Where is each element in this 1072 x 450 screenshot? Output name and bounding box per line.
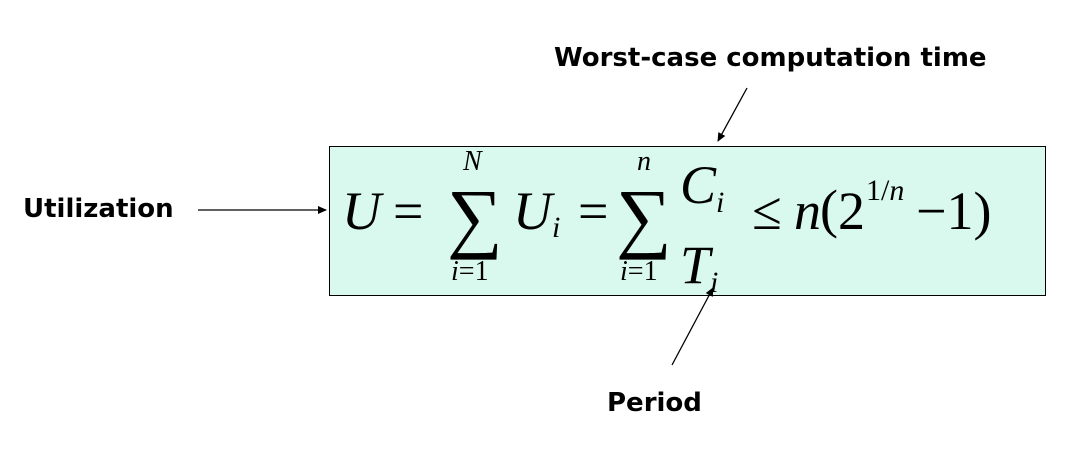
minus-one-close: −1): [916, 181, 992, 241]
ui-base: U: [513, 181, 552, 241]
ui-subscript: i: [552, 211, 561, 244]
sum2-sigma: ∑: [616, 173, 672, 260]
task-count-symbol: n: [794, 181, 821, 241]
sum1-sigma: ∑: [447, 173, 503, 260]
formula-box: [329, 146, 1046, 296]
worst-case-label: Worst-case computation time: [554, 43, 987, 73]
equals-sign-2: =: [578, 181, 609, 241]
base-two: 2: [838, 181, 865, 241]
worst-case-arrow: [717, 87, 748, 142]
period-arrow: [671, 287, 714, 366]
sum2-lower-limit: i=1: [620, 256, 658, 287]
sum2-upper-limit: n: [637, 146, 651, 177]
sum1-lower-limit: i=1: [451, 256, 489, 287]
left-paren: (: [820, 179, 838, 239]
sum1-upper-limit: N: [463, 146, 482, 177]
utilization-symbol: U: [342, 181, 381, 241]
period-subscript: i: [710, 266, 719, 299]
utilization-label: Utilization: [23, 194, 174, 224]
computation-time-symbol: C: [680, 155, 717, 215]
period-symbol: T: [680, 235, 711, 295]
equals-sign: =: [393, 181, 424, 241]
period-label: Period: [607, 388, 702, 418]
computation-time-subscript: i: [716, 186, 725, 219]
exponent: 1/n: [866, 174, 905, 207]
leq-sign: ≤: [752, 181, 782, 241]
